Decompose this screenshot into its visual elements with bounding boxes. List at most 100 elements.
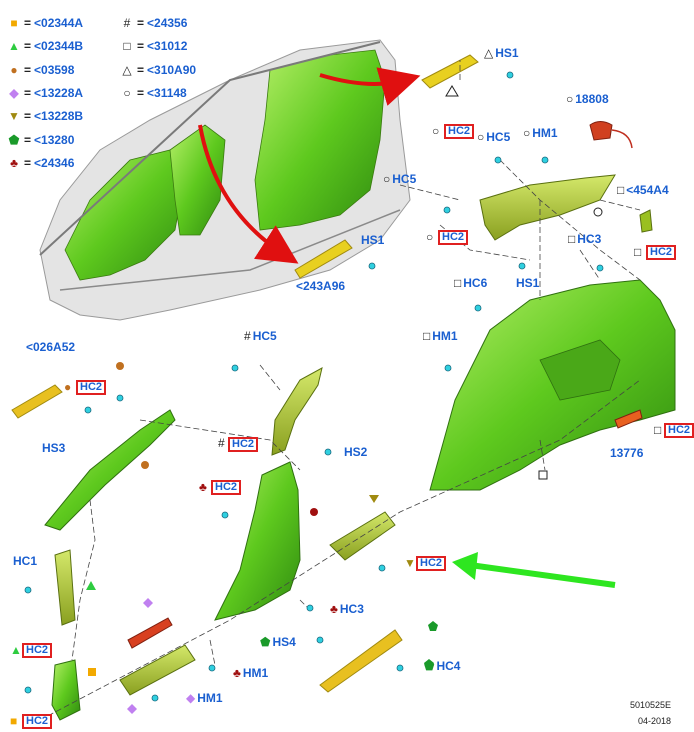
- legend-code: <13280: [34, 133, 75, 147]
- callout-text: HS1: [516, 276, 540, 290]
- callout-text: HS1: [361, 233, 385, 247]
- legend-code: <24346: [34, 156, 75, 170]
- legend-code: <02344A: [34, 16, 84, 30]
- callout-text: HM1: [242, 666, 269, 680]
- legend-item-24346: ♣=<24346: [8, 156, 74, 170]
- callout-hc3-b: ♣HC3: [330, 603, 364, 616]
- callout-454a4: □<454A4: [617, 184, 669, 197]
- callout-hs2: HS2: [344, 446, 367, 459]
- hc2-highlight: HC2: [211, 480, 242, 495]
- callout-hm1-c: ♣HM1: [233, 667, 268, 680]
- callout-text: HC3: [339, 602, 364, 616]
- legend-code: <13228A: [34, 86, 84, 100]
- circle-outline-icon: ○: [432, 124, 440, 138]
- red-club-icon: ♣: [233, 666, 241, 680]
- legend-code: <310A90: [147, 63, 197, 77]
- green-pentagon-icon: ⬟: [424, 659, 435, 673]
- callout-text: HC4: [436, 659, 461, 673]
- hash-icon: #: [123, 16, 131, 30]
- hc2-highlight: HC2: [22, 643, 53, 658]
- callout-hc2-f: ♣: [199, 481, 209, 494]
- legend-item-24356: #=<24356: [121, 16, 188, 30]
- callout-243a96: <243A96: [296, 280, 345, 293]
- legend-item-310a90: △=<310A90: [122, 63, 197, 77]
- legend-item-03598: ●=<03598: [8, 63, 74, 77]
- body-frame-green: [64, 49, 386, 281]
- legend-code: <24356: [147, 16, 188, 30]
- red-club-icon: ♣: [199, 480, 207, 494]
- legend-item-02344a: ■=<02344A: [8, 16, 83, 30]
- callout-text: 18808: [575, 92, 609, 106]
- square-outline-icon: □: [654, 423, 662, 437]
- callout-hc2-d: ●: [64, 381, 73, 394]
- legend-item-13228b: ▼=<13228B: [8, 109, 84, 123]
- callout-hs1-top: △HS1: [484, 47, 519, 60]
- callout-hc2-j: ■: [10, 715, 19, 728]
- hc2-highlight: HC2: [416, 556, 447, 571]
- green-pentagon-icon: ⬟: [8, 133, 20, 147]
- square-outline-icon: □: [423, 329, 431, 343]
- brown-circle-icon: ●: [10, 63, 18, 77]
- callout-hc2-c: □: [634, 246, 643, 259]
- callout-hs4: ⬟HS4: [260, 636, 296, 649]
- callout-text: HM1: [532, 126, 558, 140]
- hc2-highlight: HC2: [228, 437, 259, 452]
- circle-outline-icon: ○: [123, 86, 131, 100]
- olive-triangle-down-icon: ▼: [404, 556, 416, 570]
- legend-item-13228a: ◆=<13228A: [9, 86, 84, 100]
- hash-icon: #: [244, 329, 251, 343]
- callout-hc2-a: ○: [432, 125, 441, 138]
- drawing-date: 04-2018: [637, 716, 671, 726]
- callout-text: HC6: [463, 276, 488, 290]
- callout-hc2-h: ▼: [404, 557, 418, 570]
- triangle-outline-icon: △: [484, 46, 494, 60]
- callout-text: <454A4: [626, 183, 669, 197]
- legend-code: <31148: [147, 86, 187, 100]
- legend-code: <02344B: [34, 39, 84, 53]
- hc2-highlight: HC2: [646, 245, 677, 260]
- circle-outline-icon: ○: [523, 126, 531, 140]
- callout-text: HS1: [495, 46, 519, 60]
- callout-text: <026A52: [26, 340, 76, 354]
- hc2-highlight: HC2: [76, 380, 107, 395]
- square-outline-icon: □: [568, 232, 576, 246]
- callout-hc2-g: □: [654, 424, 663, 437]
- callout-hs1-mid: HS1: [361, 234, 384, 247]
- drawing-code: 5010525E: [629, 700, 671, 710]
- green-triangle-icon: ▲: [8, 39, 20, 53]
- red-club-icon: ♣: [10, 156, 18, 170]
- callout-hc3-a: □HC3: [568, 233, 601, 246]
- callout-text: HM1: [432, 329, 458, 343]
- diagram-artwork: [11, 39, 676, 721]
- purple-diamond-icon: ◆: [186, 691, 196, 705]
- square-outline-icon: □: [123, 39, 131, 53]
- callout-hc1: HC1: [13, 555, 37, 568]
- hash-icon: #: [218, 436, 225, 450]
- callout-hm1-d: ◆HM1: [186, 692, 223, 705]
- orange-square-icon: ■: [10, 714, 18, 728]
- hc2-highlight: HC2: [664, 423, 694, 438]
- circle-outline-icon: ○: [383, 172, 391, 186]
- callout-hs1-b: HS1: [516, 277, 539, 290]
- triangle-outline-icon: △: [122, 63, 132, 77]
- square-outline-icon: □: [454, 276, 462, 290]
- circle-outline-icon: ○: [566, 92, 574, 106]
- brown-circle-icon: ●: [64, 380, 72, 394]
- callout-hs3: HS3: [42, 442, 65, 455]
- callout-text: 13776: [610, 446, 644, 460]
- olive-triangle-down-icon: ▼: [8, 109, 20, 123]
- callout-text: HC5: [486, 130, 511, 144]
- callout-hc5-b: ○HC5: [383, 173, 416, 186]
- circle-outline-icon: ○: [426, 230, 434, 244]
- callout-text: HC5: [252, 329, 277, 343]
- callout-hc4: ⬟HC4: [424, 660, 460, 673]
- callout-hm1-b: □HM1: [423, 330, 458, 343]
- circle-outline-icon: ○: [477, 130, 485, 144]
- callout-hc5-c: #HC5: [244, 330, 277, 343]
- callout-13776: 13776: [610, 447, 643, 460]
- red-club-icon: ♣: [330, 602, 338, 616]
- hc2-highlight: HC2: [22, 714, 53, 729]
- callout-text: HS4: [272, 635, 296, 649]
- legend-code: <31012: [147, 39, 188, 53]
- callout-hc2-b: ○: [426, 231, 435, 244]
